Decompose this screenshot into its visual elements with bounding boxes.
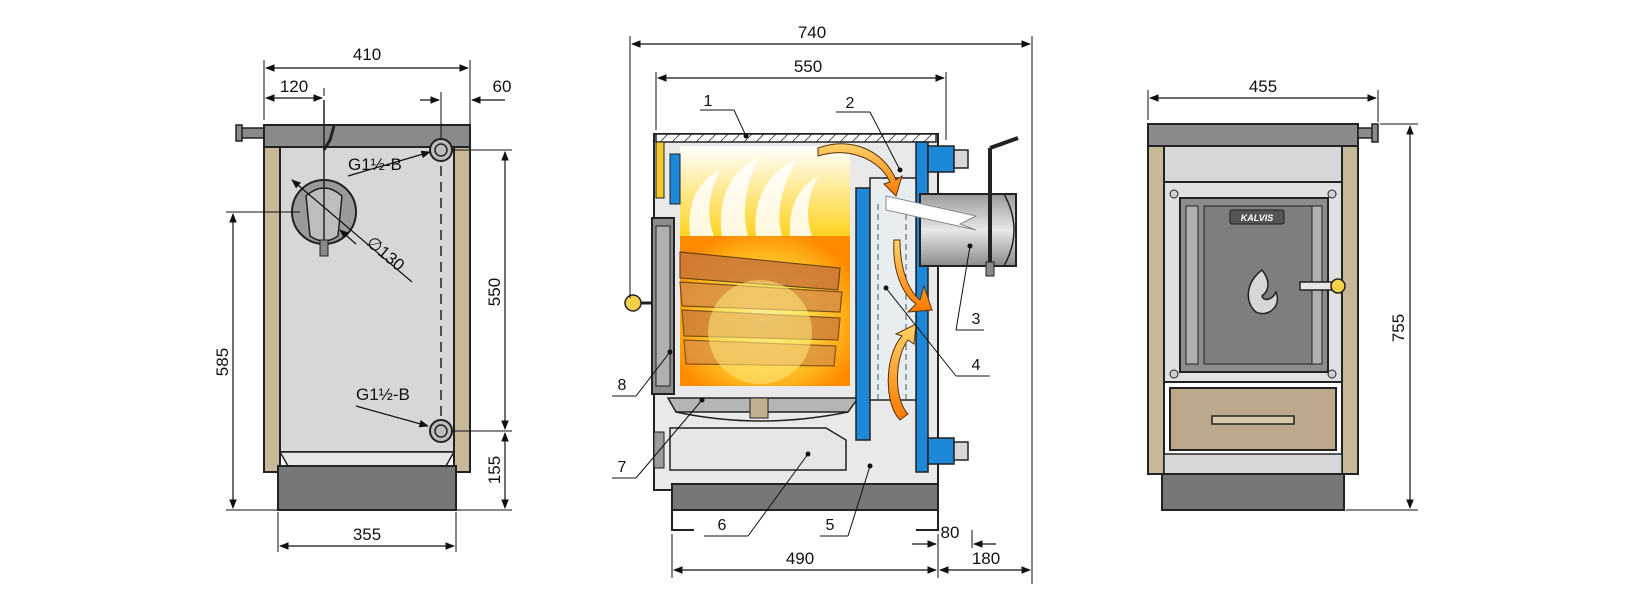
callout-6: 6 [718,517,727,534]
callout-1: 1 [704,93,713,110]
front-plinth [1163,453,1343,475]
callout-3: 3 [972,311,981,328]
dim-offset-right: 60 [493,77,512,96]
screw-icon [1327,189,1337,199]
callout-4: 4 [972,357,981,374]
section-ash-door [653,431,665,469]
front-ash-drawer-handle[interactable] [1211,415,1295,425]
callout-7: 7 [618,459,627,476]
section-glow [708,280,812,384]
dim-line-diameter [291,179,413,283]
dim-offset-left: 120 [280,77,308,96]
section-grate-brick [749,397,769,419]
section-bottom-flange [927,437,955,465]
section-smoke-arrow-return-icon [893,239,933,313]
side-view: 410 120 60 550 155 585 355 ∅130 [213,45,512,552]
side-damper-lever [322,125,336,151]
screw-icon [1169,189,1179,199]
side-top-connection [429,138,453,162]
dim-width-bottom: 355 [353,525,381,544]
dim-height-flue: 585 [213,348,232,376]
section-water-jacket-mid [855,187,871,441]
front-right-stub-cap [1371,123,1379,143]
section-flue-pipe [919,193,1017,267]
front-frame-left [1147,145,1165,475]
section-view: 740 550 490 180 80 1 2 3 4 [612,23,1033,584]
callout-5: 5 [826,517,835,534]
front-door-latch[interactable] [1299,281,1335,291]
side-bottom-connection [429,419,453,443]
dim-width-base: 490 [786,549,814,568]
side-frame-right [453,146,471,473]
dim-width-body: 550 [794,57,822,76]
side-frame-left [263,146,281,473]
side-left-stub [239,127,265,139]
section-flame-tongues [689,156,818,236]
side-bottom-connection-inner [434,424,448,438]
dim-height-bottom: 155 [485,456,504,484]
side-label-bottom-connection: G1½-B [356,385,410,404]
section-door-inner [655,225,671,387]
side-top-connection-inner [434,143,448,157]
front-upper-panel [1163,145,1343,183]
section-door-knob-icon [624,294,642,312]
section-leg-left [671,510,694,531]
dim-width-total: 740 [798,23,826,42]
callout-8: 8 [618,377,627,394]
section-ash-pan [669,427,847,471]
section-top-flange [927,145,955,173]
section-leg-right [916,510,939,531]
section-left-insulation [655,141,665,199]
front-door-hinge-side [1185,205,1199,365]
dim-front-width: 455 [1249,77,1277,96]
front-view: KALVIS 455 755 [1147,77,1418,511]
screw-icon [1169,369,1179,379]
dim-flue-offset: 180 [972,549,1000,568]
front-brand: KALVIS [1241,213,1274,223]
flame-logo-icon [1247,268,1279,315]
dim-front-height: 755 [1389,314,1408,342]
dim-height-conn: 550 [485,278,504,306]
screw-icon [1327,369,1337,379]
side-damper-handle [319,239,329,257]
side-left-stub-cap [235,124,243,142]
side-tray [278,451,456,467]
front-latch-knob-icon[interactable] [1330,278,1346,294]
section-smoke-arrow-top-icon [817,143,903,197]
side-label-top-connection: G1½-B [348,155,402,174]
section-smoke-arrow-out-icon [885,195,978,231]
section-water-jacket-left [669,153,681,205]
front-top-plate [1147,123,1359,147]
side-base [277,465,457,511]
section-damper-handle [988,136,1019,268]
front-brand-plate [1229,209,1285,225]
dim-width-top: 410 [353,45,381,64]
front-base [1161,473,1345,511]
dim-leg-offset: 80 [941,523,960,542]
callout-2: 2 [846,95,855,112]
section-smoke-arrow-rise-icon [887,323,917,421]
front-frame-right [1341,145,1359,475]
section-base [671,483,939,511]
